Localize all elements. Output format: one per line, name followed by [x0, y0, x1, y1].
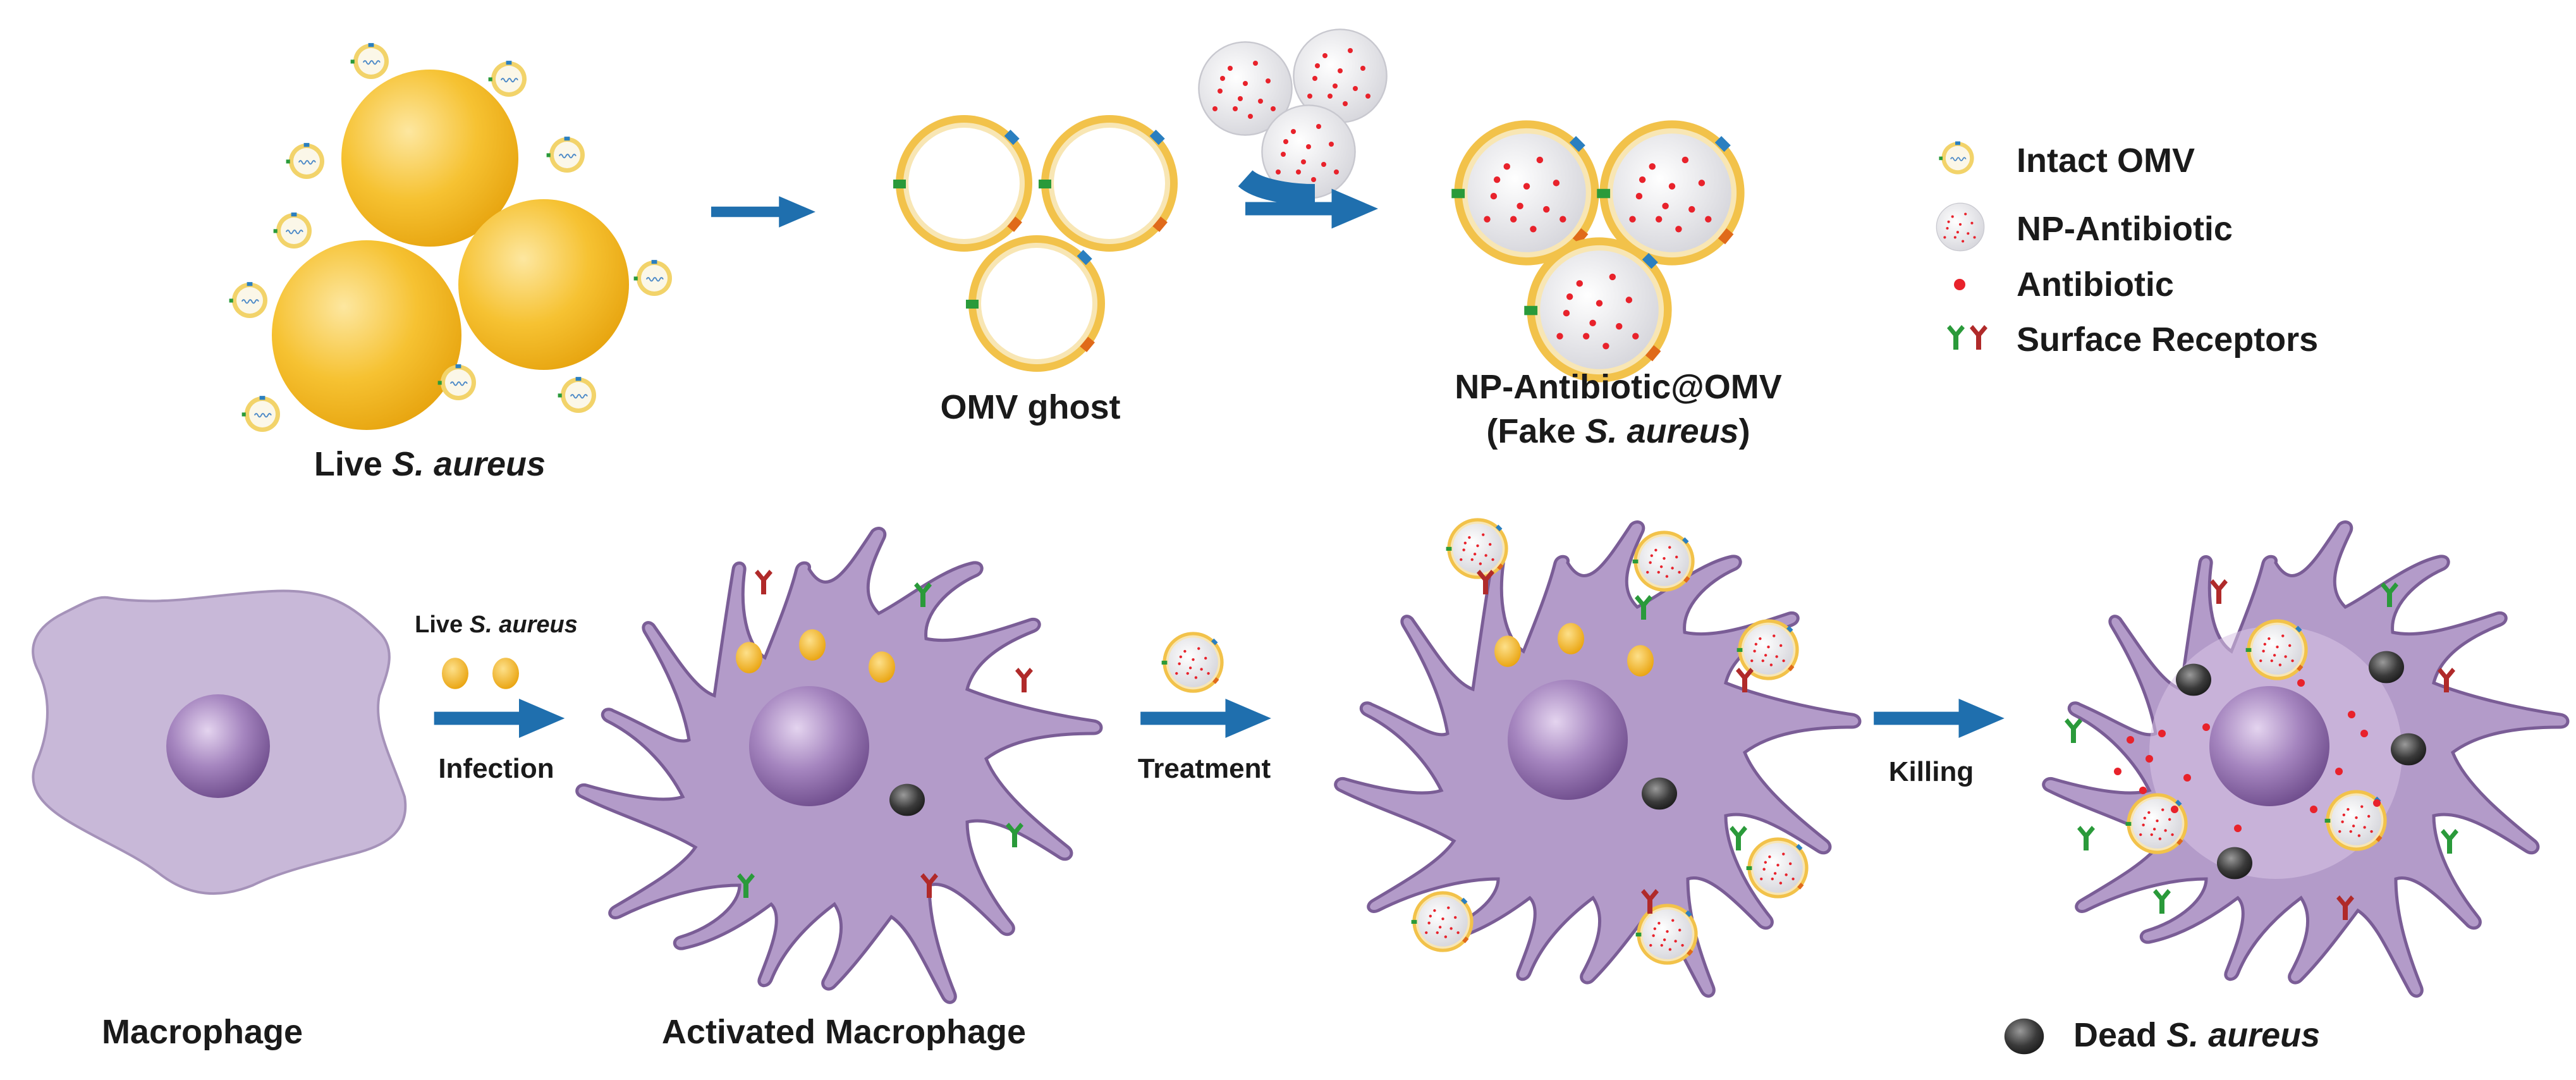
- intact-omv: [487, 60, 527, 97]
- omv-ghost: [966, 235, 1105, 372]
- killing-label: Killing: [1889, 756, 1974, 787]
- engulfed-bacterium: [1627, 645, 1654, 677]
- macrophage-label: Macrophage: [102, 1013, 303, 1051]
- intact-omv: [350, 42, 389, 80]
- engulfed-bacterium: [1494, 635, 1521, 667]
- small-bacterium: [492, 658, 519, 689]
- receptor-green: [2153, 889, 2171, 914]
- arrow-killing: [1874, 699, 2005, 738]
- np-omv: [1161, 632, 1224, 693]
- legend-antibiotic-icon: [1954, 279, 1965, 290]
- receptor-red: [755, 570, 772, 594]
- dead-s-aureus-label: Dead S. aureus: [2073, 1016, 2320, 1054]
- omv-ghost-group: [893, 115, 1178, 372]
- engulfed-bacterium: [736, 642, 762, 673]
- bacterium-large: [272, 240, 461, 430]
- receptor-red: [2210, 579, 2228, 604]
- dead-bacterium-icon: [2004, 1018, 2044, 1055]
- engulfed-bacterium: [799, 629, 826, 661]
- legend-antibiotic-label: Antibiotic: [2017, 266, 2174, 304]
- live-s-aureus-label: Live S. aureus: [314, 445, 546, 483]
- np-antibiotic-group: [1198, 28, 1388, 199]
- killing-macrophage: [2044, 522, 2568, 997]
- treatment-label: Treatment: [1138, 753, 1271, 784]
- fake-s-aureus-label: (Fake S. aureus): [1486, 412, 1750, 450]
- receptor-green: [2065, 718, 2082, 743]
- dead-bacterium: [1642, 777, 1677, 810]
- legend-intact-omv-icon: [1938, 140, 1975, 175]
- np-omv-group: [1451, 120, 1745, 383]
- dead-bacterium: [2369, 651, 2404, 684]
- engulfed-bacterium: [1558, 623, 1584, 654]
- legend-surface-receptors-label: Surface Receptors: [2017, 321, 2318, 359]
- legend: Intact OMV NP-Antibiotic Antibiotic Surf…: [1936, 140, 2318, 359]
- np-omv: [1746, 837, 1809, 899]
- live-s-aureus-group: [228, 42, 673, 433]
- dead-bacterium: [2176, 663, 2211, 696]
- intact-omv: [228, 281, 268, 319]
- arrow-infection: [434, 699, 565, 738]
- resting-macrophage: [32, 589, 407, 895]
- intact-omv: [272, 212, 312, 249]
- intact-omv: [557, 376, 597, 414]
- infection-top-label: Live S. aureus: [415, 611, 578, 638]
- receptor-red: [1015, 668, 1033, 692]
- engulfed-bacterium: [869, 651, 895, 683]
- released-antibiotic: [2114, 679, 2381, 832]
- arrow-right: [711, 196, 815, 228]
- bacterium-large: [458, 199, 629, 370]
- legend-receptor-green-icon: [1947, 325, 1965, 350]
- legend-receptor-red-icon: [1970, 325, 1987, 350]
- dead-bacterium: [2391, 733, 2426, 766]
- receptor-green: [2077, 826, 2095, 850]
- legend-np-antibiotic-label: NP-Antibiotic: [2017, 210, 2233, 248]
- omv-ghost-label: OMV ghost: [941, 388, 1121, 426]
- infection-label: Infection: [438, 753, 554, 784]
- small-bacterium: [442, 658, 468, 689]
- dead-bacterium: [889, 783, 925, 816]
- nucleus: [749, 686, 869, 806]
- merge-arrow: [1238, 169, 1378, 229]
- activated-macrophage-label: Activated Macrophage: [662, 1013, 1026, 1051]
- treated-macrophage: [1336, 518, 1860, 996]
- np-omv: [1446, 518, 1508, 579]
- np-omv-label: NP-Antibiotic@OMV: [1455, 368, 1782, 406]
- dead-bacterium: [2217, 847, 2252, 880]
- nucleus: [2209, 686, 2329, 806]
- bacterium-large: [341, 70, 518, 247]
- arrow-treatment: [1140, 699, 1271, 738]
- nucleus: [166, 694, 270, 798]
- intact-omv: [546, 136, 585, 173]
- dead-legend: Dead S. aureus: [2004, 1016, 2320, 1055]
- np-omv: [1411, 891, 1474, 952]
- np-omv: [1632, 531, 1695, 592]
- intact-omv: [285, 142, 325, 180]
- nucleus: [1508, 680, 1628, 800]
- omv-ghost: [1039, 115, 1178, 252]
- receptor-green: [2441, 829, 2458, 854]
- omv-ghost: [893, 115, 1032, 252]
- activated-macrophage: [577, 529, 1101, 1003]
- legend-intact-omv-label: Intact OMV: [2017, 142, 2195, 180]
- intact-omv: [633, 259, 673, 297]
- legend-np-antibiotic-icon: [1936, 202, 1985, 252]
- intact-omv: [241, 395, 281, 433]
